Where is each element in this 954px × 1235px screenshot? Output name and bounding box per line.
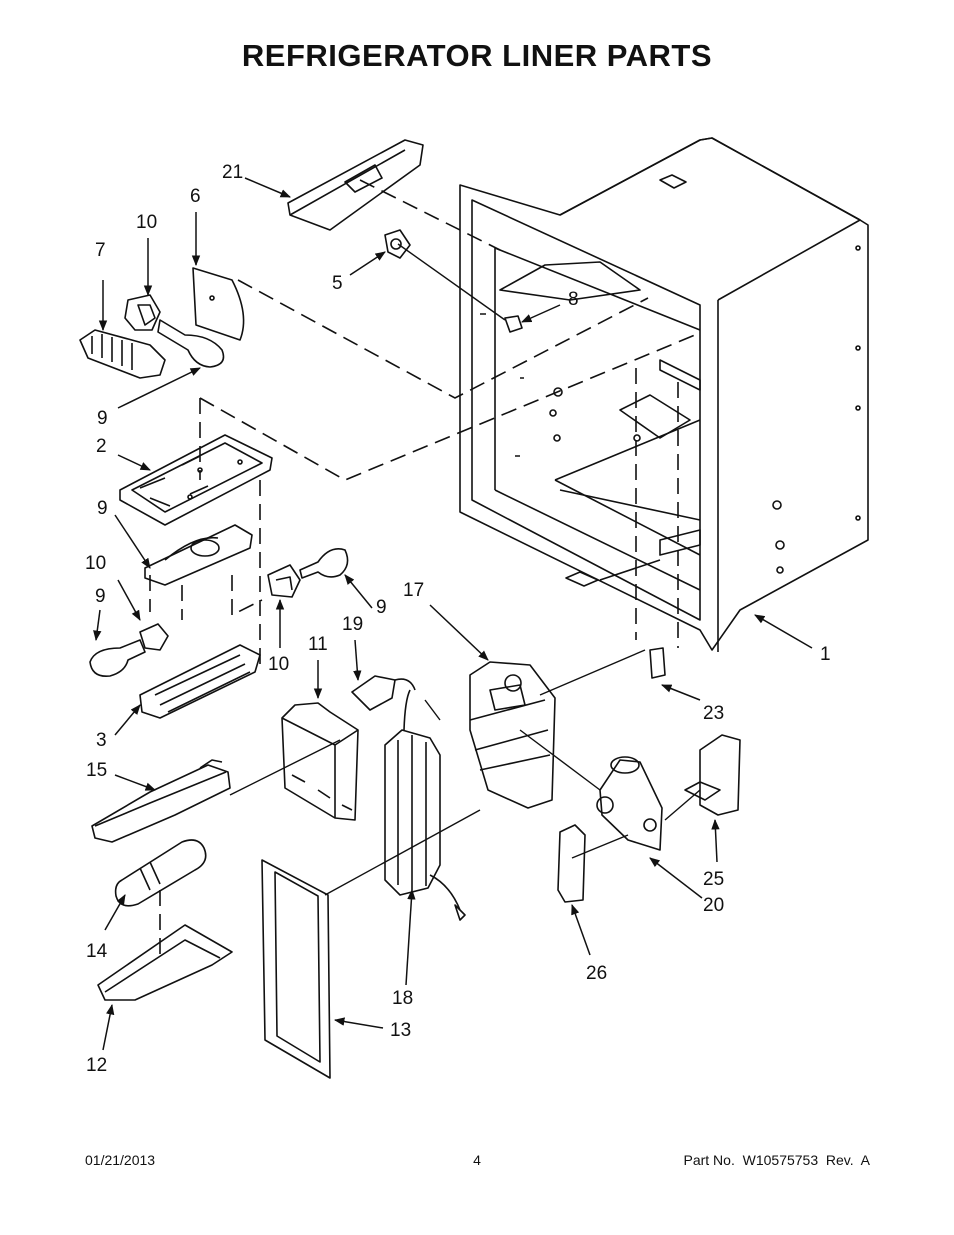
callout-5: 5 xyxy=(332,273,343,294)
callout-9a: 9 xyxy=(97,408,108,429)
light-socket-part-10-top xyxy=(124,294,161,331)
callout-2: 2 xyxy=(96,436,107,457)
light-bulb-part-9-lower xyxy=(89,639,146,678)
solid-reference-lines xyxy=(229,243,701,896)
liner-trim-part-13 xyxy=(261,859,331,1079)
callout-17: 17 xyxy=(403,580,424,601)
callout-20: 20 xyxy=(703,895,724,916)
callout-11: 11 xyxy=(308,634,328,655)
callout-12: 12 xyxy=(86,1055,107,1076)
dispenser-housing-part-17 xyxy=(469,661,556,809)
connector-part-23 xyxy=(649,647,666,679)
callout-arrows xyxy=(93,177,813,1051)
footer-page-number: 4 xyxy=(473,1152,481,1168)
footer-part-number: Part No. W10575753 Rev. A xyxy=(683,1152,870,1168)
light-socket-part-10-middle xyxy=(267,564,301,598)
callout-10c: 10 xyxy=(268,654,289,675)
valve-bracket-part-25 xyxy=(684,734,741,816)
water-filter-part-14 xyxy=(114,839,207,907)
dashed-reference-lines xyxy=(149,179,696,960)
light-module-part-8 xyxy=(144,524,253,586)
liner-cabinet-part-1 xyxy=(459,137,869,652)
heater-tube-part-18 xyxy=(384,689,466,921)
callout-18: 18 xyxy=(392,988,413,1009)
light-bulb-part-9-middle xyxy=(299,548,349,579)
callout-8: 9 xyxy=(97,498,108,519)
callout-23: 23 xyxy=(703,703,724,724)
filter-cover-part-12 xyxy=(97,924,233,1001)
callout-9b: 9 xyxy=(95,586,106,607)
callout-4: 7 xyxy=(95,240,106,261)
light-socket-part-10-lower xyxy=(139,623,169,651)
light-shield-part-3 xyxy=(192,267,245,341)
callout-labels: 21 6 10 7 5 8 9 2 9 10 9 17 9 11 19 1 10… xyxy=(85,162,831,1076)
callout-10a: 10 xyxy=(136,212,157,233)
callout-13: 13 xyxy=(390,1020,411,1041)
water-valve-part-20 xyxy=(596,756,663,851)
clip-part-6 xyxy=(504,315,523,333)
thermistor-part-5 xyxy=(384,229,411,259)
callout-3: 6 xyxy=(190,186,201,207)
callout-14: 14 xyxy=(86,941,108,962)
callout-19: 19 xyxy=(342,614,363,635)
light-lens-part-4 xyxy=(79,329,166,379)
callout-25: 25 xyxy=(703,869,724,890)
callout-9c: 9 xyxy=(376,597,387,618)
callout-21: 21 xyxy=(222,162,243,183)
light-housing-part-2 xyxy=(119,434,273,526)
callout-1: 1 xyxy=(820,644,831,665)
lower-lens-part-7 xyxy=(139,644,261,719)
air-duct-part-11 xyxy=(281,702,359,821)
vent-cover-part-21 xyxy=(287,139,424,231)
bracket-part-26 xyxy=(557,824,586,903)
thermostat-part-19 xyxy=(351,675,416,711)
footer-date: 01/21/2013 xyxy=(85,1152,156,1168)
callout-26: 26 xyxy=(586,963,607,984)
callout-15: 15 xyxy=(86,760,107,781)
page-title: REFRIGERATOR LINER PARTS xyxy=(241,38,713,73)
callout-6: 8 xyxy=(568,289,579,310)
callout-7: 3 xyxy=(96,730,107,751)
light-bulb-part-9-top xyxy=(157,319,225,368)
callout-10b: 10 xyxy=(85,553,106,574)
filter-head-part-15 xyxy=(91,759,231,843)
